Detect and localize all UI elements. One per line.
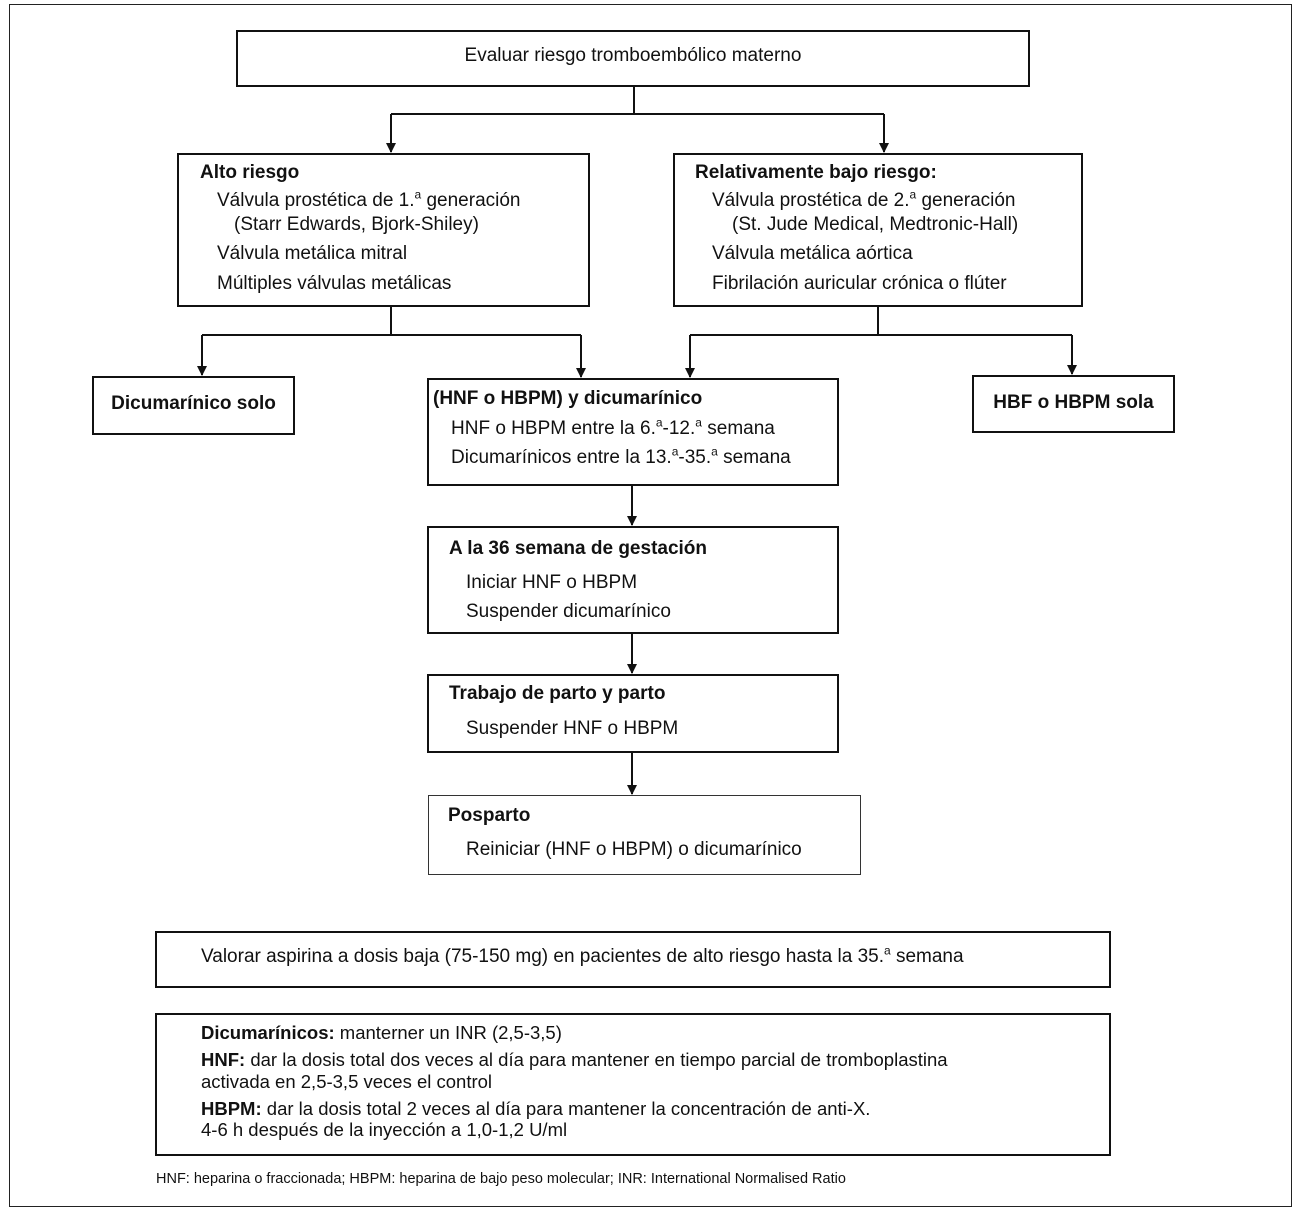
combined-therapy-line-1: HNF o HBPM entre la 6.a-12.a semana [451,415,775,439]
high-risk-line-1: Válvula prostética de 1.a generación [217,187,521,211]
labor-box [427,674,839,753]
figure-frame [9,4,1292,1207]
postpartum-line-1: Reiniciar (HNF o HBPM) o dicumarínico [466,839,802,860]
low-risk-line-2: (St. Jude Medical, Medtronic-Hall) [732,214,1019,235]
heparin-only-text: HBF o HBPM sola [993,392,1154,413]
low-risk-line-3: Válvula metálica aórtica [712,243,913,264]
postpartum-box [428,795,861,875]
high-risk-line-2: (Starr Edwards, Bjork-Shiley) [234,214,479,235]
low-risk-line-4: Fibrilación auricular crónica o flúter [712,273,1007,294]
high-risk-line-3: Válvula metálica mitral [217,243,408,264]
combined-therapy-box [427,378,839,486]
note-hnf-1: HNF: dar la dosis total dos veces al día… [201,1049,948,1070]
labor-title: Trabajo de parto y parto [449,683,666,704]
week-36-line-2: Suspender dicumarínico [466,601,671,622]
note-hnf-2: activada en 2,5-3,5 veces el control [201,1071,493,1092]
week-36-title: A la 36 semana de gestación [449,538,708,559]
combined-therapy-title: (HNF o HBPM) y dicumarínico [433,388,703,409]
dosing-notes-box [155,1013,1111,1156]
low-risk-box [673,153,1083,307]
coumarin-only-text: Dicumarínico solo [111,393,276,414]
labor-line-1: Suspender HNF o HBPM [466,718,679,739]
aspirin-text: Valorar aspirina a dosis baja (75-150 mg… [201,943,964,967]
high-risk-line-4: Múltiples válvulas metálicas [217,273,452,294]
combined-therapy-line-2: Dicumarínicos entre la 13.a-35.a semana [451,444,791,468]
evaluate-risk-box [236,30,1030,87]
heparin-only-box [972,375,1175,433]
low-risk-title: Relativamente bajo riesgo: [695,162,937,183]
coumarin-only-box [92,376,295,435]
evaluate-risk-text: Evaluar riesgo tromboembólico materno [464,45,802,66]
low-risk-line-1: Válvula prostética de 2.a generación [712,187,1016,211]
high-risk-title: Alto riesgo [200,162,300,183]
high-risk-box [177,153,590,307]
note-hbpm-1: HBPM: dar la dosis total 2 veces al día … [201,1098,871,1119]
footnote: HNF: heparina o fraccionada; HBPM: hepar… [156,1171,846,1187]
postpartum-title: Posparto [448,805,531,826]
note-hbpm-2: 4-6 h después de la inyección a 1,0-1,2 … [201,1119,568,1140]
note-coumarin: Dicumarínicos: manterner un INR (2,5-3,5… [201,1022,562,1043]
week-36-line-1: Iniciar HNF o HBPM [466,572,638,593]
aspirin-box [155,931,1111,988]
week-36-box [427,526,839,634]
